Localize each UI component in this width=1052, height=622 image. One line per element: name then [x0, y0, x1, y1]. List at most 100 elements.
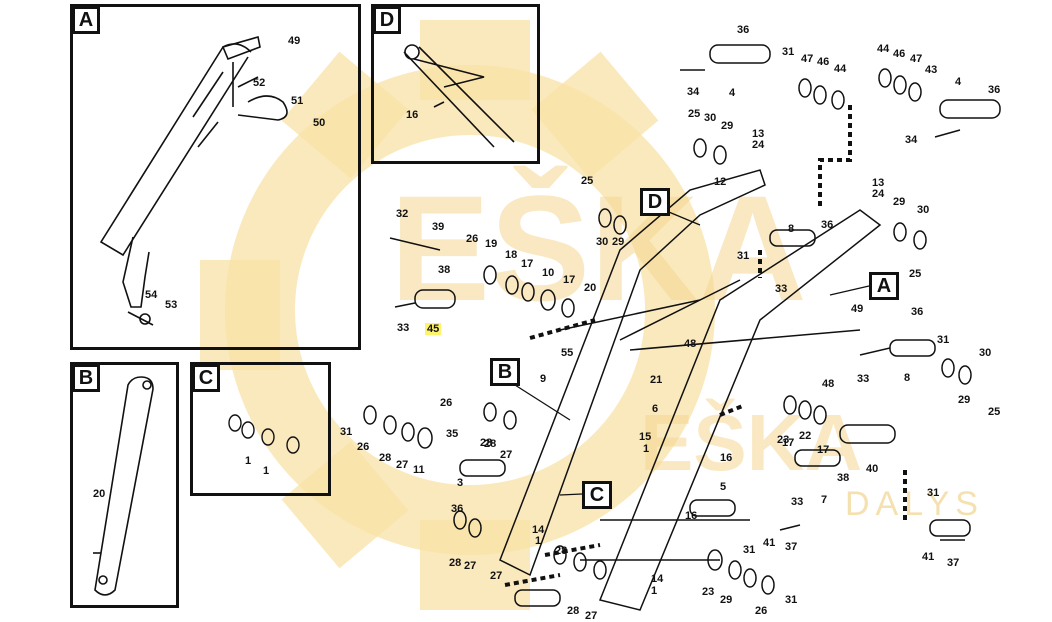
part-number: 34 [905, 134, 918, 146]
part-number: 5 [720, 481, 727, 493]
part-number: 35 [446, 428, 459, 440]
part-number: 4 [955, 76, 962, 88]
part-number: 9 [540, 373, 547, 385]
part-number: 44 [834, 63, 847, 75]
part-number: 55 [561, 347, 574, 359]
part-number: 48 [822, 378, 835, 390]
part-number: 38 [837, 472, 850, 484]
part-number: 27 [500, 449, 513, 461]
part-number: 10 [542, 267, 555, 279]
part-number: 46 [817, 56, 830, 68]
part-number: 43 [925, 64, 938, 76]
part-number: 17 [563, 274, 576, 286]
watermark-text: DALYS [845, 485, 984, 523]
part-number: 25 [688, 108, 701, 120]
part-number: 6 [652, 403, 659, 415]
part-number: 13 [872, 177, 885, 189]
washer-detail-drawing [228, 414, 300, 454]
part-number: 1 [643, 443, 650, 455]
callout-c: C [582, 481, 612, 509]
part-number: 21 [650, 374, 663, 386]
part-number: 29 [721, 120, 734, 132]
part-number: 23 [702, 586, 715, 598]
part-number: 49 [851, 303, 864, 315]
part-number: 28 [567, 605, 580, 617]
part-number: 29 [893, 196, 906, 208]
part-number: 13 [752, 128, 765, 140]
part-number: 54 [145, 289, 158, 301]
part-number: 26 [755, 605, 768, 617]
part-number: 12 [714, 176, 727, 188]
detail-panel-d: D 16 [371, 4, 540, 164]
part-number: 33 [857, 373, 870, 385]
part-number: 48 [684, 338, 697, 350]
part-number: 20 [584, 282, 597, 294]
part-number: 40 [866, 463, 879, 475]
part-number: 38 [438, 264, 451, 276]
panel-label: A [72, 6, 100, 34]
part-number: 31 [927, 487, 940, 499]
part-number: 26 [466, 233, 479, 245]
part-number: 28 [379, 452, 392, 464]
part-number: 31 [785, 594, 798, 606]
part-number: 51 [291, 95, 304, 107]
callout-b: B [490, 358, 520, 386]
part-number: 1 [651, 585, 658, 597]
part-number: 47 [801, 53, 814, 65]
part-number: 33 [775, 283, 788, 295]
part-number: 33 [397, 322, 410, 334]
cylinder-detail-drawing [99, 35, 288, 326]
part-number: 29 [612, 236, 625, 248]
link-detail-drawing [93, 376, 154, 596]
part-number: 34 [687, 86, 700, 98]
highlighted-part-number: 45 [425, 323, 442, 335]
callout-d: D [640, 188, 670, 216]
part-number: 33 [791, 496, 804, 508]
part-number: 1 [245, 455, 252, 467]
part-number: 31 [782, 46, 795, 58]
part-number: 36 [988, 84, 1001, 96]
part-number: 17 [782, 437, 795, 449]
part-number: 16 [685, 510, 698, 522]
detail-panel-c: C 1 1 [190, 362, 331, 496]
part-number: 28 [449, 557, 462, 569]
part-number: 27 [490, 570, 503, 582]
part-number: 16 [720, 452, 733, 464]
part-number: 15 [639, 431, 652, 443]
part-number: 53 [165, 299, 178, 311]
part-number: 30 [917, 204, 930, 216]
part-number: 36 [737, 24, 750, 36]
part-number: 30 [596, 236, 609, 248]
part-number: 25 [909, 268, 922, 280]
part-number: 36 [451, 503, 464, 515]
part-number: 22 [799, 430, 812, 442]
part-number: 1 [263, 465, 270, 477]
part-number: 23 [777, 434, 790, 446]
detail-panel-b: B 20 [70, 362, 179, 608]
panel-label: C [192, 364, 220, 392]
part-number: 14 [532, 524, 545, 536]
part-number: 1 [535, 535, 542, 547]
part-number: 18 [505, 249, 518, 261]
part-number: 24 [872, 188, 885, 200]
part-number: 4 [729, 87, 736, 99]
part-number: 47 [910, 53, 923, 65]
part-number: 28 [555, 545, 568, 557]
part-number: 31 [340, 426, 353, 438]
part-number: 17 [521, 258, 534, 270]
part-number: 28 [484, 438, 497, 450]
part-number: 7 [821, 494, 828, 506]
part-number: 8 [788, 223, 795, 235]
part-number: 16 [406, 109, 419, 121]
part-number: 31 [937, 334, 950, 346]
part-number: 29 [720, 594, 733, 606]
part-number: 32 [396, 208, 409, 220]
part-number: 19 [485, 238, 498, 250]
part-number: 46 [893, 48, 906, 60]
part-number: 39 [432, 221, 445, 233]
part-number: 30 [704, 112, 717, 124]
panel-label: D [373, 6, 401, 34]
part-number: 41 [922, 551, 935, 563]
